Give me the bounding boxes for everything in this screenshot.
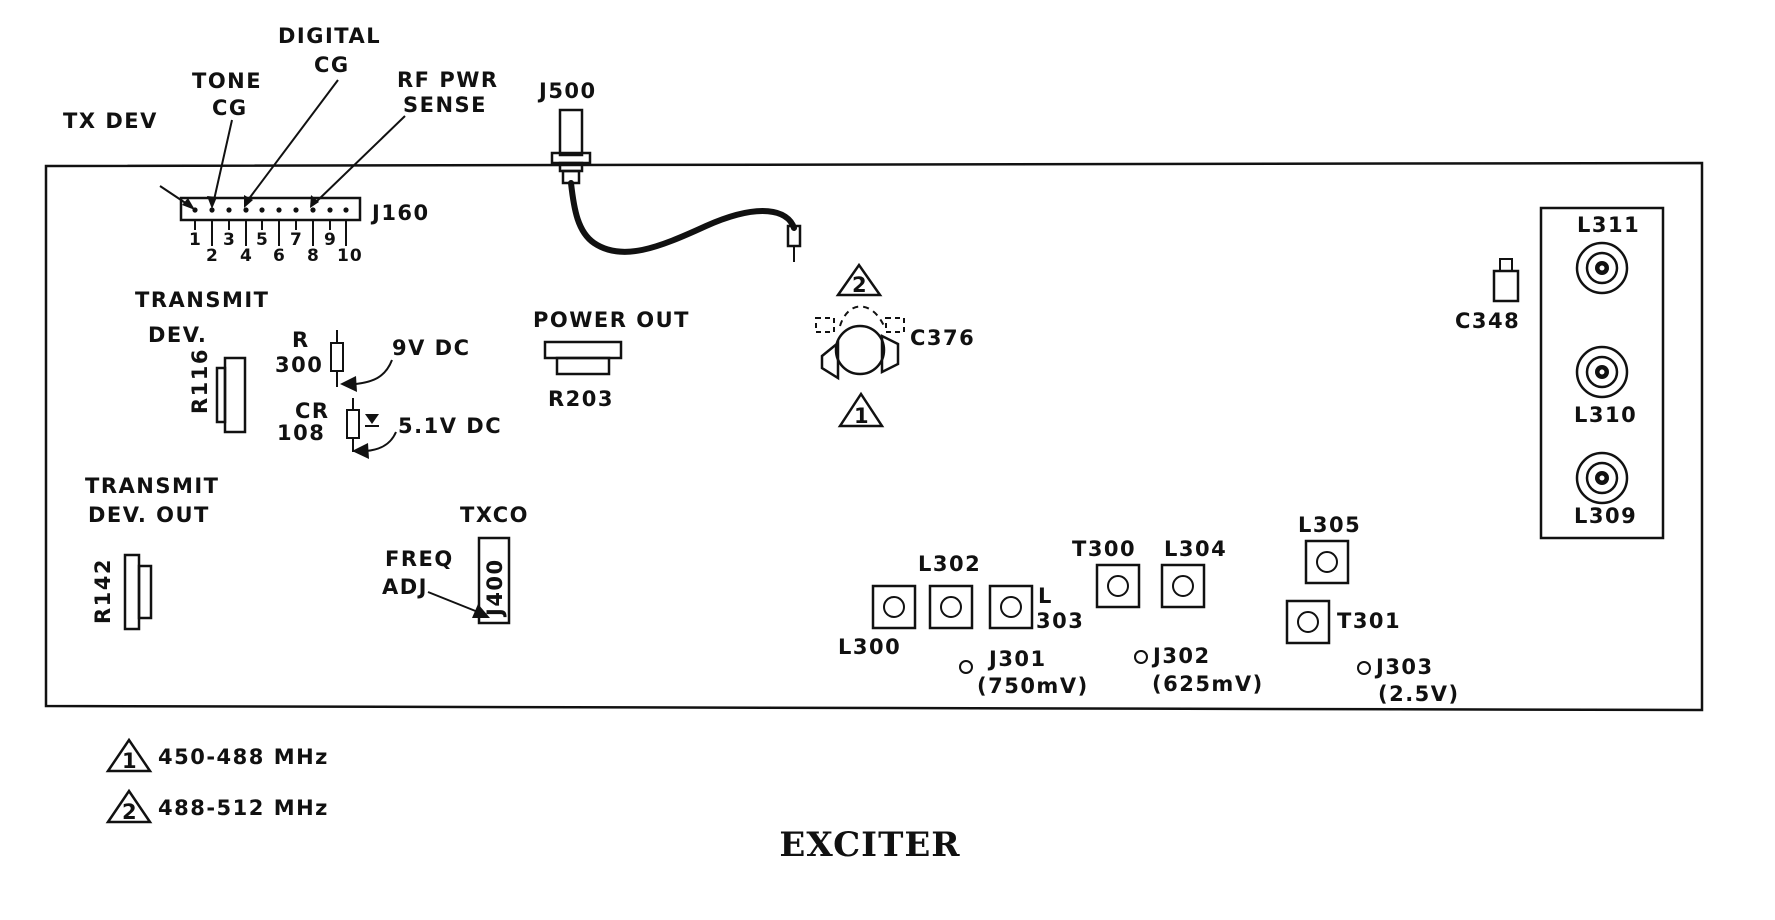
9v-dc-label: 9V DC	[392, 336, 471, 360]
pin-7-label: 7	[290, 230, 303, 250]
c376-capacitor	[815, 305, 905, 381]
j303-test-point	[1357, 661, 1371, 675]
r116-label: R116	[188, 348, 212, 414]
l304-label: L304	[1164, 537, 1227, 561]
l309-label: L309	[1574, 504, 1637, 528]
pin-2-label: 2	[206, 246, 219, 266]
5v-pointer	[365, 431, 397, 452]
5-1v-dc-label: 5.1V DC	[398, 414, 502, 438]
l311-label: L311	[1577, 213, 1640, 237]
t300-label: T300	[1072, 537, 1136, 561]
legend-text-2: 488-512 MHz	[158, 796, 329, 820]
adj-label: ADJ	[382, 575, 428, 599]
l305-coil	[1304, 539, 1350, 585]
l310-coil	[1575, 345, 1629, 399]
pin-10-label: 10	[337, 246, 363, 266]
c348-capacitor	[1492, 258, 1520, 303]
pin-4-label: 4	[240, 246, 253, 266]
9v-pointer	[355, 359, 393, 385]
l300-coil	[871, 584, 917, 630]
svg-text:1: 1	[854, 404, 870, 428]
j302-voltage: (625mV)	[1152, 672, 1264, 696]
l300-label: L300	[838, 635, 901, 659]
j302-test-point	[1134, 650, 1148, 664]
coil-shield-box	[1539, 206, 1665, 540]
l309-coil	[1575, 451, 1629, 505]
l302-label: L302	[918, 552, 981, 576]
l303-label: L	[1038, 584, 1053, 608]
c348-label: C348	[1455, 309, 1520, 333]
cable-plug	[786, 224, 802, 262]
coax-cable	[568, 180, 797, 255]
transmit-dev-label-2: DEV.	[148, 323, 207, 347]
triangle-2-marker: 2	[835, 262, 883, 297]
t300-transformer	[1095, 563, 1141, 609]
freq-label: FREQ	[385, 547, 454, 571]
r203-resistor	[543, 340, 623, 376]
pin-1-label: 1	[189, 230, 202, 250]
r142-trimmer	[123, 553, 153, 631]
pin-6-label: 6	[273, 246, 286, 266]
legend-item-2: 2 488-512 MHz	[105, 788, 329, 824]
rf-pwr-label: RF PWR	[397, 68, 499, 92]
j160-pointer-lines	[159, 79, 406, 210]
sense-label: SENSE	[403, 93, 487, 117]
j400-block	[477, 536, 511, 625]
l311-coil	[1575, 241, 1629, 295]
j500-connector	[550, 108, 592, 185]
l303-coil	[988, 584, 1034, 630]
legend-item-1: 1 450-488 MHz	[105, 737, 329, 773]
r203-label: R203	[548, 387, 614, 411]
cr108-label-2: 108	[277, 421, 325, 445]
r116-trimmer	[215, 356, 247, 434]
l305-label: L305	[1298, 513, 1361, 537]
c376-label: C376	[910, 326, 975, 350]
l303-label-2: 303	[1036, 609, 1084, 633]
r142-label: R142	[91, 558, 115, 624]
cr108-diode	[346, 398, 379, 452]
cr108-label: CR	[295, 399, 330, 423]
l310-label: L310	[1574, 403, 1637, 427]
j301-label: J301	[987, 647, 1047, 671]
transmit-dev-label: TRANSMIT	[135, 288, 269, 312]
diagram-title: EXCITER	[779, 825, 960, 865]
j500-label: J500	[537, 79, 597, 103]
r300-resistor	[330, 330, 344, 387]
board-outline	[44, 161, 1704, 712]
r300-label-2: 300	[275, 353, 323, 377]
freq-adj-pointer	[427, 591, 479, 613]
txco-label: TXCO	[460, 503, 529, 527]
tone-cg-label: CG	[212, 96, 248, 120]
t301-transformer	[1285, 599, 1331, 645]
legend-text-1: 450-488 MHz	[158, 745, 329, 769]
l302-coil	[928, 584, 974, 630]
j303-voltage: (2.5V)	[1378, 682, 1460, 706]
l304-coil	[1160, 563, 1206, 609]
pin-3-label: 3	[223, 230, 236, 250]
legend-mark-1: 1	[122, 749, 138, 773]
legend-mark-2: 2	[122, 800, 138, 824]
svg-text:2: 2	[852, 273, 868, 297]
tone-label: TONE	[192, 69, 262, 93]
j301-voltage: (750mV)	[977, 674, 1089, 698]
j301-test-point	[959, 660, 973, 674]
j302-label: J302	[1151, 644, 1211, 668]
triangle-1-marker: 1	[837, 391, 885, 428]
pin-5-label: 5	[256, 230, 269, 250]
pin-8-label: 8	[307, 246, 320, 266]
digital-label: DIGITAL	[278, 24, 381, 48]
pin-9-label: 9	[324, 230, 337, 250]
digital-cg-label: CG	[314, 53, 350, 77]
j160-connector: 1 2 3 4 5 6 7 8 9 10 J160	[179, 196, 430, 266]
transmit-dev-out-label: TRANSMIT	[85, 474, 219, 498]
transmit-dev-out-label-2: DEV. OUT	[88, 503, 210, 527]
tx-dev-label: TX DEV	[63, 109, 158, 133]
power-out-label: POWER OUT	[533, 308, 690, 332]
t301-label: T301	[1337, 609, 1401, 633]
j303-label: J303	[1374, 655, 1434, 679]
r300-label: R	[292, 328, 310, 352]
j160-label: J160	[370, 201, 430, 225]
j400-label: J400	[483, 558, 507, 618]
